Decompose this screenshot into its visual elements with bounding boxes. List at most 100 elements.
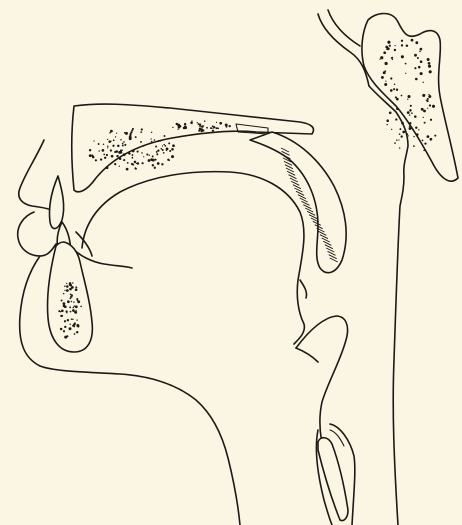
vertebra-stipple-dot bbox=[407, 111, 410, 114]
maxilla-stipple-dot bbox=[98, 143, 100, 145]
mandible-stipple-dot bbox=[75, 286, 77, 288]
maxilla-stipple-dot bbox=[115, 136, 116, 137]
maxilla-stipple-dot bbox=[110, 149, 112, 151]
maxilla-stipple-dot bbox=[119, 165, 120, 166]
vertebra-stipple-dot bbox=[423, 110, 426, 113]
vertebra-stipple-dot bbox=[389, 111, 392, 114]
maxilla-stipple-dot bbox=[225, 123, 228, 126]
maxilla-stipple-dot bbox=[202, 129, 204, 131]
maxilla-stipple-dot bbox=[126, 168, 129, 171]
maxilla-stipple-dot bbox=[216, 122, 217, 123]
vertebra-stipple-dot bbox=[402, 131, 405, 134]
vertebra-stipple-dot bbox=[384, 83, 387, 86]
velum-hatch-line bbox=[289, 175, 297, 179]
maxilla-stipple-dot bbox=[183, 127, 186, 130]
velum-hatch-line bbox=[305, 208, 313, 212]
maxilla-stipple-dot bbox=[171, 148, 174, 151]
maxilla-stipple-dot bbox=[199, 127, 202, 130]
maxilla-stipple-dot bbox=[210, 127, 212, 129]
mandible-stipple-dot bbox=[63, 330, 65, 332]
vertebra-stipple-dot bbox=[398, 139, 399, 140]
mandible-stipple-dot bbox=[75, 288, 78, 291]
vertebra-stipple-dot bbox=[409, 114, 410, 115]
maxilla-stipple-dot bbox=[127, 162, 129, 164]
mandible-stipple-dot bbox=[76, 298, 78, 300]
maxilla-stipple-dot bbox=[163, 152, 165, 154]
vertebra-stipple-dot bbox=[408, 135, 409, 136]
larynx bbox=[316, 424, 354, 525]
maxilla-stipple-dot bbox=[167, 148, 168, 149]
mandible-stipple-dot bbox=[70, 311, 72, 313]
vertebra-stipple-dot bbox=[396, 88, 398, 90]
mandible-stipple-dot bbox=[72, 309, 75, 312]
maxilla-stipple-dot bbox=[155, 146, 157, 148]
vertebra-stipple-dot bbox=[434, 135, 436, 137]
maxilla-stipple-dot bbox=[135, 168, 137, 170]
maxilla-stipple-dot bbox=[191, 120, 192, 121]
mandible-stipple-dot bbox=[71, 318, 73, 320]
maxilla-stipple-dot bbox=[114, 151, 116, 153]
vertebra-stipple-dot bbox=[422, 94, 425, 97]
vertebra-stipple-dot bbox=[394, 45, 395, 46]
maxilla-stipple-dot bbox=[152, 164, 154, 166]
maxilla-stipple-dot bbox=[130, 133, 132, 135]
maxilla-stipple-dot bbox=[100, 158, 102, 160]
vertebra-stipple-dot bbox=[405, 73, 406, 74]
maxilla-stipple-dot bbox=[104, 157, 106, 159]
mandible-stipple-dot bbox=[76, 331, 78, 333]
maxilla-stipple-dot bbox=[151, 132, 152, 133]
maxilla-stipple-dot bbox=[162, 149, 164, 151]
mandible-stipple-dot bbox=[61, 300, 63, 302]
vertebra-stipple-dot bbox=[383, 51, 386, 54]
vertebra-stipple-dot bbox=[427, 100, 429, 102]
maxilla-stipple-dot bbox=[152, 155, 154, 157]
velum-hatch-line bbox=[290, 178, 298, 182]
mandible-stipple-dot bbox=[73, 323, 75, 325]
vertebra-stipple-dot bbox=[390, 77, 392, 79]
vertebra-stipple-dot bbox=[428, 94, 429, 95]
maxilla-stipple-dot bbox=[160, 140, 162, 142]
maxilla-stipple-dot bbox=[217, 128, 218, 129]
velum-hatch-line bbox=[300, 198, 308, 202]
maxilla-stipple-dot bbox=[112, 145, 114, 147]
maxilla-stipple-dot bbox=[143, 156, 144, 157]
mandible-stipple-dot bbox=[69, 306, 71, 308]
vertebra-stipple-dot bbox=[394, 84, 395, 85]
maxilla-stipple-dot bbox=[102, 149, 105, 152]
maxilla-stipple-dot bbox=[142, 162, 144, 164]
mandible-stipple-dot bbox=[66, 285, 69, 288]
vertebra-stipple-dot bbox=[387, 41, 390, 44]
maxilla-stipple-dot bbox=[107, 139, 108, 140]
vertebra-stipple-dot bbox=[427, 58, 430, 61]
velum-hatch-line bbox=[303, 205, 311, 209]
vertebra-stipple-dot bbox=[396, 107, 399, 110]
vertebra-stipple-dot bbox=[393, 88, 395, 90]
maxilla-stipple-dot bbox=[229, 125, 231, 127]
mandible-stipple-dot bbox=[74, 311, 77, 314]
maxilla-stipple-dot bbox=[169, 150, 171, 152]
vertebra-stipple-dot bbox=[379, 59, 380, 60]
maxilla-stipple-dot bbox=[136, 163, 137, 164]
maxilla-stipple-dot bbox=[132, 128, 134, 130]
vertebra-stipple-dot bbox=[418, 66, 421, 69]
vertebra-stipple-dot bbox=[394, 142, 396, 144]
mandible-stipple-dot bbox=[67, 319, 69, 321]
vertebra-stipple-dot bbox=[430, 119, 432, 121]
maxilla-stipple-dot bbox=[149, 154, 150, 155]
mandible-stipple-dot bbox=[73, 301, 74, 302]
maxilla-stipple-dot bbox=[89, 149, 91, 151]
mandible-stipple-dot bbox=[70, 284, 72, 286]
vertebra-stipple-dot bbox=[401, 55, 404, 58]
vertebra-stipple-dot bbox=[386, 119, 389, 122]
vertebra-stipple-dot bbox=[401, 135, 403, 137]
maxilla-stipple-dot bbox=[137, 151, 139, 153]
maxilla-stipple-dot bbox=[134, 161, 137, 164]
mandible-stipple-dot bbox=[63, 293, 65, 295]
maxilla-stipple-dot bbox=[150, 158, 153, 161]
maxilla-stipple-dot bbox=[168, 159, 170, 161]
vertebra-stipple-dot bbox=[406, 45, 408, 47]
maxilla-stipple-dot bbox=[107, 146, 108, 147]
vertebra-stipple-dot bbox=[396, 139, 398, 141]
maxilla-stipple-dot bbox=[123, 141, 125, 143]
